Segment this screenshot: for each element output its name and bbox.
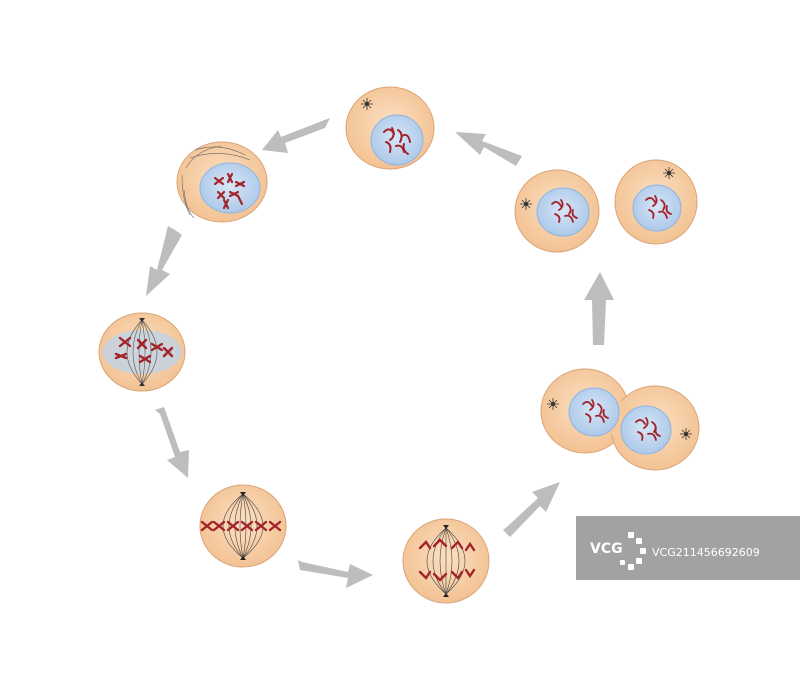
arrow-right xyxy=(584,272,614,345)
arrow-bottom xyxy=(298,560,373,588)
chromosomes xyxy=(114,336,174,364)
watermark: VCG VCG211456692609 xyxy=(576,516,800,580)
arrow-left-upper xyxy=(146,226,182,296)
chromosomes xyxy=(645,195,672,219)
watermark-logo-text: VCG xyxy=(590,541,623,557)
cell-daughter-left xyxy=(514,169,600,253)
cell-metaphase xyxy=(199,484,287,568)
chromosomes xyxy=(551,199,578,223)
cell-prophase-top xyxy=(345,86,435,170)
cell-spindle-forming xyxy=(98,312,186,392)
nucleus xyxy=(568,387,620,437)
nucleus xyxy=(199,162,261,214)
nucleus xyxy=(536,187,590,237)
chromosomes xyxy=(200,520,282,532)
arrow-top-right xyxy=(455,132,522,166)
chromosomes xyxy=(213,172,246,210)
nucleus xyxy=(620,405,672,455)
vcg-logo-icon xyxy=(620,532,646,570)
chromosomes xyxy=(383,127,411,155)
nucleus xyxy=(632,184,682,232)
chromosomes xyxy=(582,399,661,441)
cell-telophase xyxy=(540,368,700,471)
watermark-background xyxy=(576,516,800,580)
nucleus xyxy=(370,114,424,166)
cycle-arrows xyxy=(146,118,614,588)
arrow-bottom-right xyxy=(503,482,560,537)
chromosomes xyxy=(418,538,476,582)
arrow-left-lower xyxy=(155,407,189,478)
cell-anaphase xyxy=(402,518,490,604)
cell-daughter-right xyxy=(614,159,698,245)
arrow-top-left xyxy=(262,118,330,153)
cell-prometaphase xyxy=(176,141,268,223)
watermark-id-text: VCG211456692609 xyxy=(652,546,760,559)
